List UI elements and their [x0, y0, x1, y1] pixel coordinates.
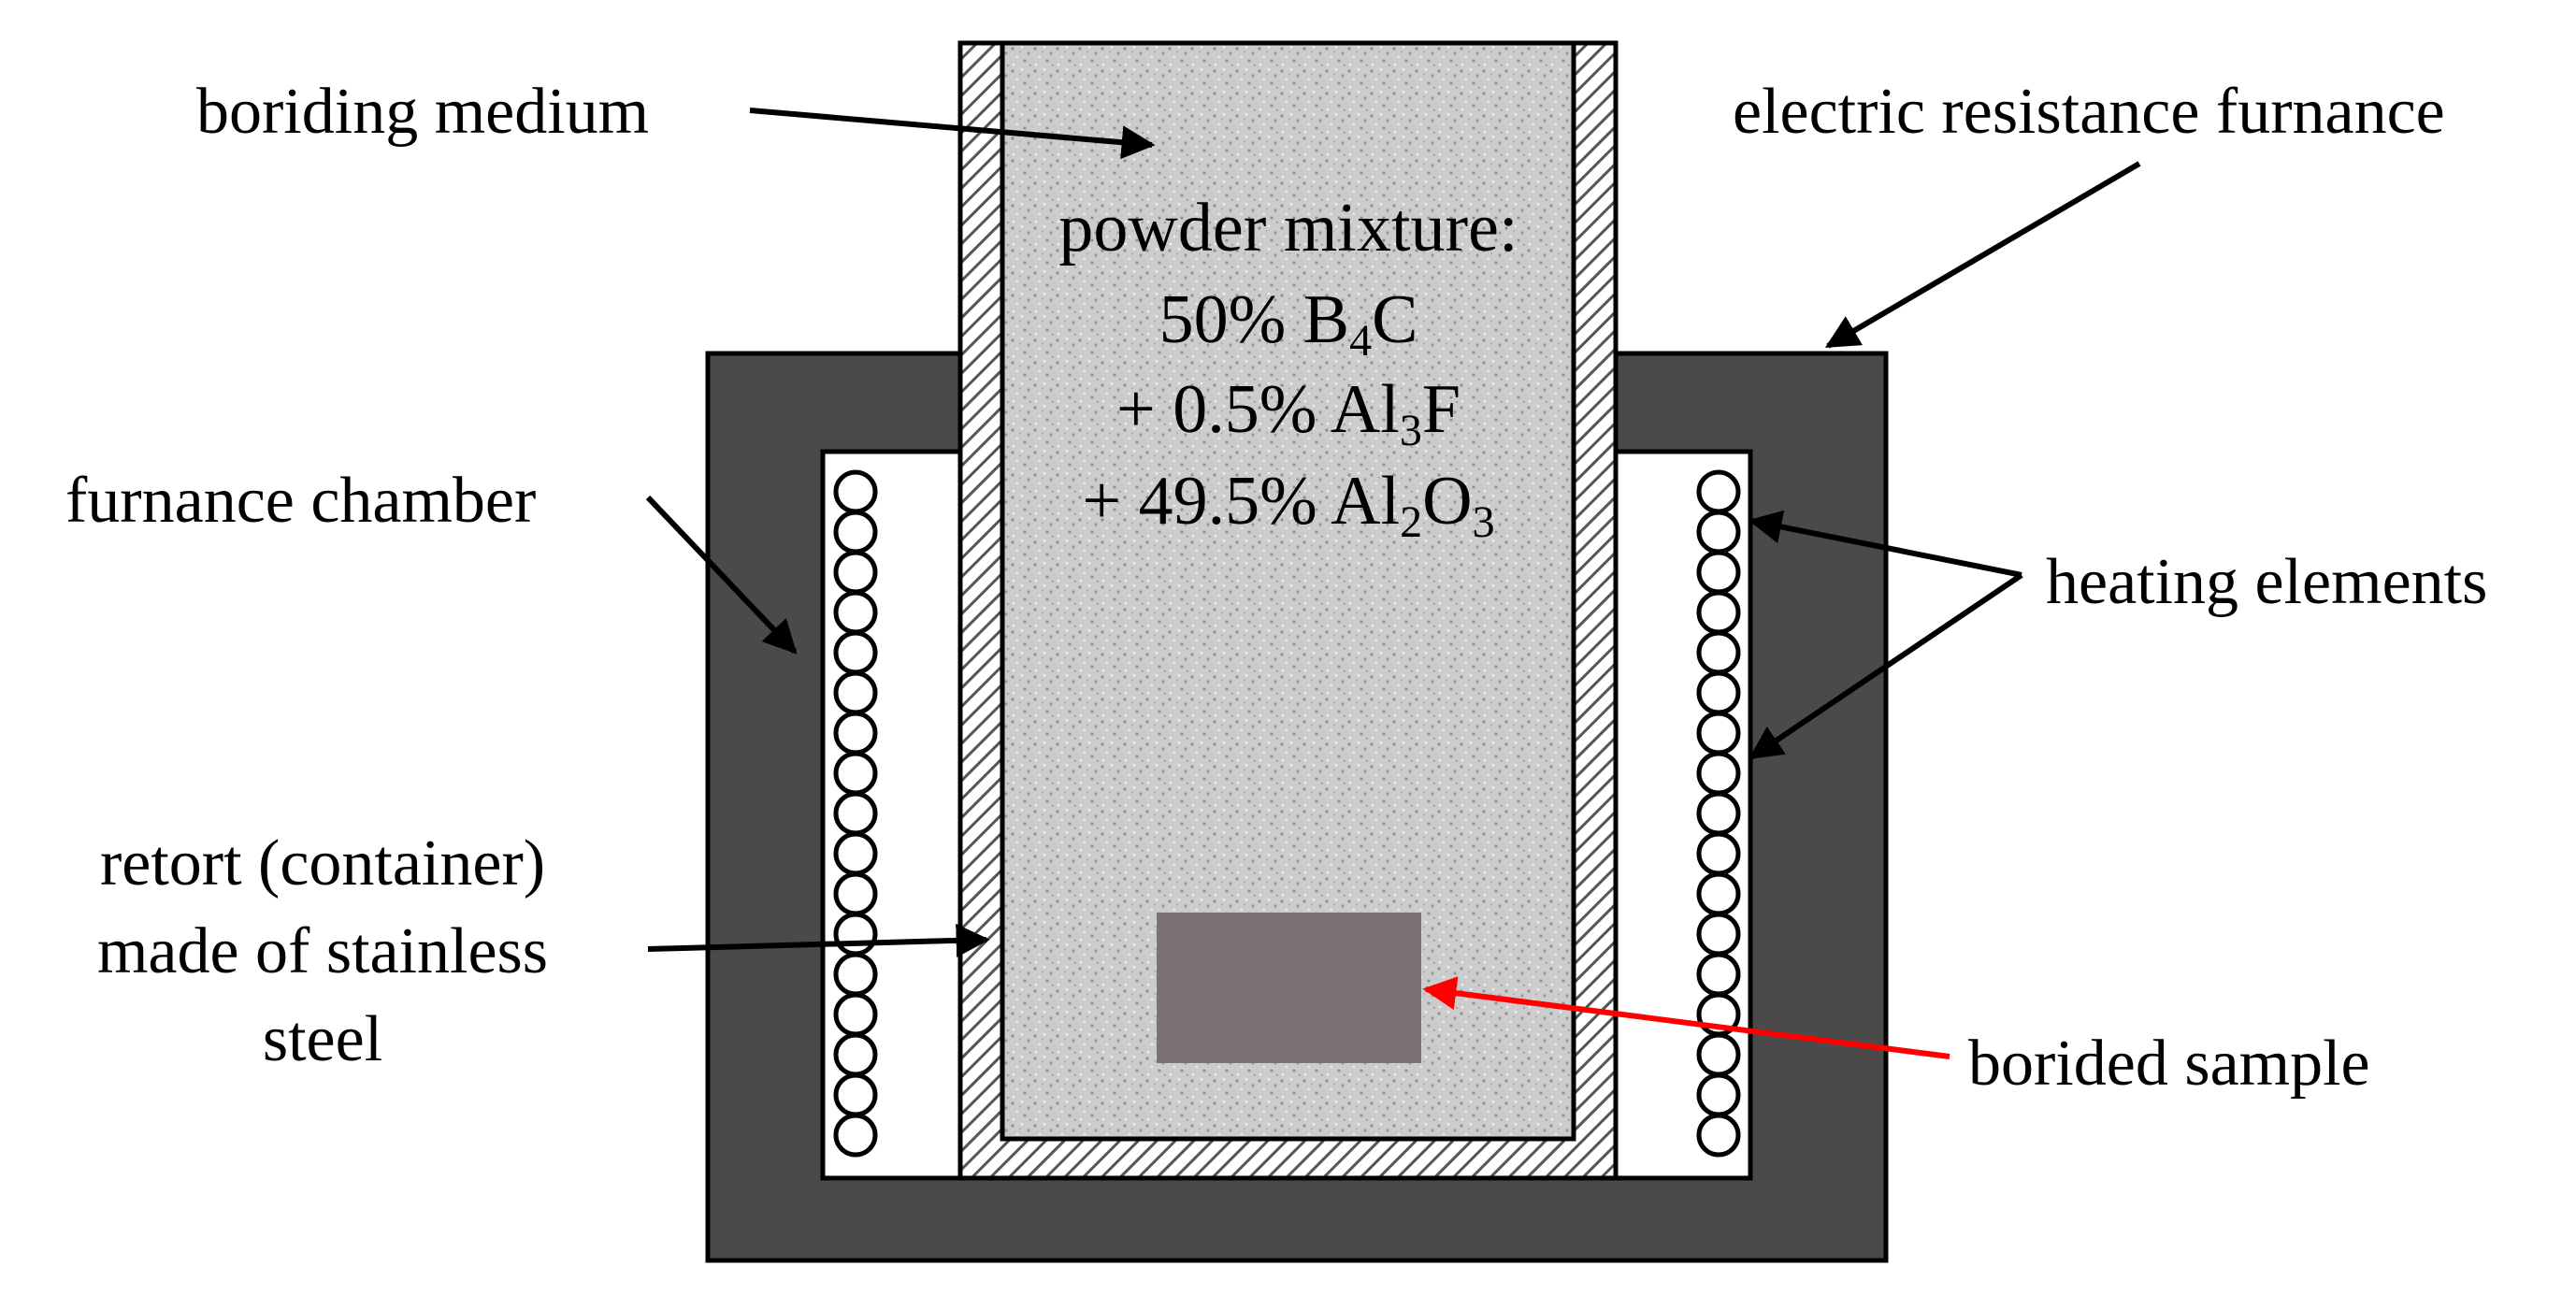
composition-line-2: + 0.5% Al3F	[1116, 371, 1461, 455]
heating-coil-turn	[1696, 1113, 1741, 1158]
heating-coil-turn	[833, 791, 878, 836]
heating-coil-turn	[833, 871, 878, 916]
heating-coil-turn	[833, 630, 878, 675]
heating-coil-turn	[1696, 751, 1741, 796]
composition-heading: powder mixture:	[1058, 190, 1518, 266]
heating-coil-turn	[1696, 469, 1741, 514]
heating-coil-turn	[833, 751, 878, 796]
heating-coil-turn	[1696, 630, 1741, 675]
arrow-borided-sample	[1422, 976, 1950, 1059]
label-furnace-chamber: furnance chamber	[65, 465, 536, 537]
heating-coil-turn	[1696, 590, 1741, 635]
heating-coil-turn	[1696, 952, 1741, 997]
label-heating-elements: heating elements	[2046, 546, 2487, 618]
arrow-heating-elements-upper	[1748, 510, 2022, 578]
heating-coil-turn	[833, 831, 878, 876]
label-electric-resistance-furnace: electric resistance furnance	[1733, 76, 2445, 148]
heating-coil-turn	[833, 1072, 878, 1117]
heating-coil-turn	[1696, 912, 1741, 957]
heating-coil-turn	[1696, 791, 1741, 836]
heating-coil-turn	[833, 1113, 878, 1158]
heating-coil-turn	[1696, 670, 1741, 715]
heating-coil-turn	[833, 952, 878, 997]
heating-coil-turn	[1696, 871, 1741, 916]
heating-coil-turn	[833, 590, 878, 635]
arrow-heating-elements-lower	[1749, 572, 2023, 760]
label-retort-line-1: retort (container)	[100, 827, 545, 899]
label-borided-sample: borided sample	[1968, 1028, 2370, 1100]
heating-coil-turn	[833, 550, 878, 595]
heating-coil-turn	[1696, 711, 1741, 755]
heating-element-left	[833, 469, 878, 1158]
arrow-boriding-medium	[749, 108, 1156, 160]
heating-coil-turn	[1696, 550, 1741, 595]
composition-line-3: + 49.5% Al2O3	[1082, 463, 1494, 547]
heating-coil-turn	[833, 711, 878, 755]
heating-coil-turn	[833, 510, 878, 554]
borided-sample	[1157, 913, 1421, 1063]
arrow-furnace	[1824, 161, 2141, 349]
heating-coil-turn	[1696, 831, 1741, 876]
composition-line-1: 50% B4C	[1159, 281, 1418, 366]
arrow-retort	[647, 923, 990, 957]
heating-coil-turn	[1696, 510, 1741, 554]
heating-coil-turn	[833, 469, 878, 514]
label-retort-line-3: steel	[263, 1003, 382, 1075]
heating-coil-turn	[833, 670, 878, 715]
arrow-furnace-chamber	[645, 495, 798, 655]
heating-element-right	[1696, 469, 1741, 1158]
heating-coil-turn	[833, 1032, 878, 1077]
heating-coil-turn	[1696, 1032, 1741, 1077]
heating-coil-turn	[833, 912, 878, 957]
heating-coil-turn	[833, 992, 878, 1037]
label-retort-line-2: made of stainless	[97, 915, 548, 987]
heating-coil-turn	[1696, 1072, 1741, 1117]
label-boriding-medium: boriding medium	[196, 76, 649, 148]
